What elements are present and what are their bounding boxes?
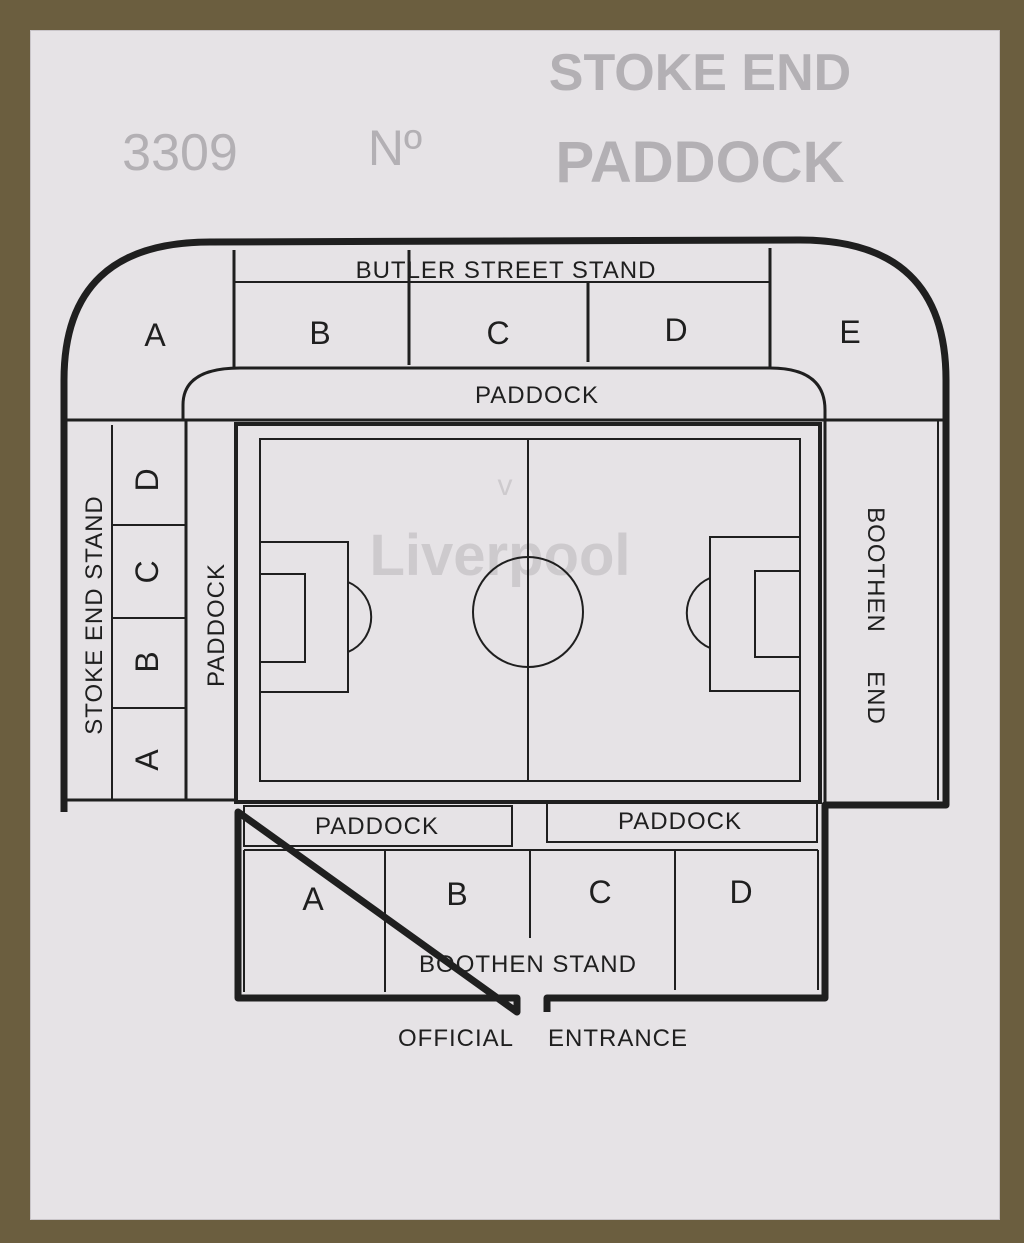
stoke-section-b: B [129,651,165,672]
boothen-section-a: A [302,881,324,917]
paddock-curve [181,366,827,420]
butler-section-c: C [486,315,509,351]
faint-stand-name-line1: STOKE END [549,44,851,102]
entrance-word1: OFFICIAL [398,1025,514,1052]
butler-paddock-label: PADDOCK [475,382,599,409]
faint-versus: v [498,469,513,502]
lower-left-paddock-box [243,805,513,847]
faint-stand-name-line2: PADDOCK [556,130,845,195]
stoke-section-d: D [129,468,165,491]
faint-serial-number: 3309 [122,124,238,182]
stoke-section-c: C [129,560,165,583]
faint-opponent: Liverpool [369,523,630,588]
stoke-paddock-label: PADDOCK [203,563,230,687]
butler-section-a: A [144,317,166,353]
faint-overprint: v Liverpool [369,469,630,588]
pitch-touchline [259,438,801,782]
butler-section-b: B [309,315,330,351]
butler-street-stand-name: BUTLER STREET STAND [356,257,657,284]
centre-circle [472,556,584,668]
entrance-word2: ENTRANCE [548,1025,688,1052]
stadium-outer-outline [60,236,950,1016]
stoke-section-a: A [129,749,165,771]
butler-section-d: D [664,312,687,348]
ticket-paper [30,30,1000,1220]
right-goal-box [754,570,801,658]
boothen-section-d: D [729,874,752,910]
boothen-end-name-word2: END [862,671,889,725]
left-penalty-arc [347,581,373,653]
butler-section-e: E [839,314,860,350]
boothen-stand-name: BOOTHEN STAND [419,951,637,978]
lower-left-paddock-label: PADDOCK [315,813,439,840]
boothen-section-c: C [588,874,611,910]
lower-right-paddock-label: PADDOCK [618,808,742,835]
boothen-section-b: B [446,876,467,912]
stoke-end-stand-name: STOKE END STAND [81,495,108,734]
right-penalty-arc [685,577,711,649]
faint-header: STOKE END PADDOCK Nº 3309 [122,44,851,195]
pitch-enclosure [234,422,822,804]
boothen-end-name-word1: BOOTHEN [862,507,889,633]
lower-right-paddock-box [546,801,818,843]
left-goal-box [259,573,306,663]
faint-serial-label: Nº [368,120,422,176]
